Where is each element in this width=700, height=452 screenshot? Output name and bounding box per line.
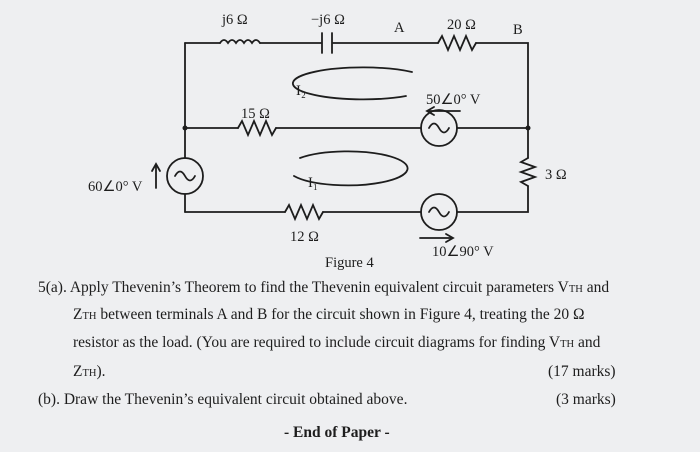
arrowhead-icon <box>151 162 161 172</box>
inductor-j6 <box>219 39 261 45</box>
resistor-12 <box>284 202 324 222</box>
question-b-number: (b). <box>38 391 60 408</box>
label-minus-j6: −j6 Ω <box>311 12 345 28</box>
question-a-line-4: ZTH). <box>73 363 106 381</box>
subscript: TH <box>568 284 583 295</box>
question-text: Z <box>73 306 83 323</box>
arrowhead-icon <box>445 233 455 243</box>
question-a-line-2: ZTH between terminals A and B for the ci… <box>73 306 585 324</box>
arrowhead-icon <box>425 106 435 116</box>
label-r15: 15 Ω <box>241 106 270 122</box>
question-a-line-3: resistor as the load. (You are required … <box>73 334 600 352</box>
label-i2: I₂ <box>296 83 306 99</box>
label-v50: 50∠0° V <box>426 92 481 108</box>
sine-icon <box>428 206 450 218</box>
subscript: TH <box>82 368 97 379</box>
circuit-diagram: j6 Ω −j6 Ω A 20 Ω B 15 Ω I₂ 50∠0° V 60∠0… <box>88 12 567 271</box>
label-j6: j6 Ω <box>221 12 248 28</box>
wire-right-upper <box>475 42 529 129</box>
sine-icon <box>428 122 450 134</box>
question-b-line: (b). Draw the Thevenin’s equivalent circ… <box>38 391 407 409</box>
question-a-number: 5(a). <box>38 279 67 296</box>
resistor-15 <box>237 118 277 138</box>
question-a-line-1: 5(a). Apply Thevenin’s Theorem to find t… <box>38 279 609 297</box>
figure-caption: Figure 4 <box>325 255 374 271</box>
question-text: and <box>582 279 610 296</box>
question-b-marks: (3 marks) <box>556 391 616 408</box>
question-text: between terminals A and B for the circui… <box>96 306 585 323</box>
label-r12: 12 Ω <box>290 229 319 245</box>
source-10 <box>420 193 458 231</box>
question-text: ). <box>96 363 106 380</box>
question-text: Draw the Thevenin’s equivalent circuit o… <box>63 391 408 408</box>
wire-right-lower <box>456 185 529 213</box>
question-a-marks: (17 marks) <box>548 363 616 380</box>
question-text: resistor as the load. (You are required … <box>73 334 561 351</box>
subscript: TH <box>560 339 575 350</box>
sine-icon <box>174 170 196 182</box>
label-v60: 60∠0° V <box>88 179 143 195</box>
question-text: and <box>574 334 601 351</box>
label-r20: 20 Ω <box>447 17 476 33</box>
question-text: Z <box>73 363 83 380</box>
mesh-current-i1-loop <box>293 150 409 187</box>
label-r3: 3 Ω <box>545 167 567 183</box>
source-60 <box>166 157 204 195</box>
mesh-current-i2-loop <box>291 66 413 101</box>
label-node-b: B <box>513 22 523 38</box>
question-text: Apply Thevenin’s Theorem to find the The… <box>69 279 569 296</box>
label-i1: I₁ <box>308 175 318 191</box>
subscript: TH <box>82 311 97 322</box>
node-dot <box>525 125 531 131</box>
capacitor-minus-j6 <box>321 32 333 54</box>
resistor-20 <box>437 33 477 53</box>
node-dot <box>182 125 188 131</box>
end-of-paper: - End of Paper - <box>284 424 390 441</box>
label-v10: 10∠90° V <box>432 244 494 260</box>
label-node-a: A <box>394 20 405 36</box>
resistor-3 <box>518 157 538 187</box>
